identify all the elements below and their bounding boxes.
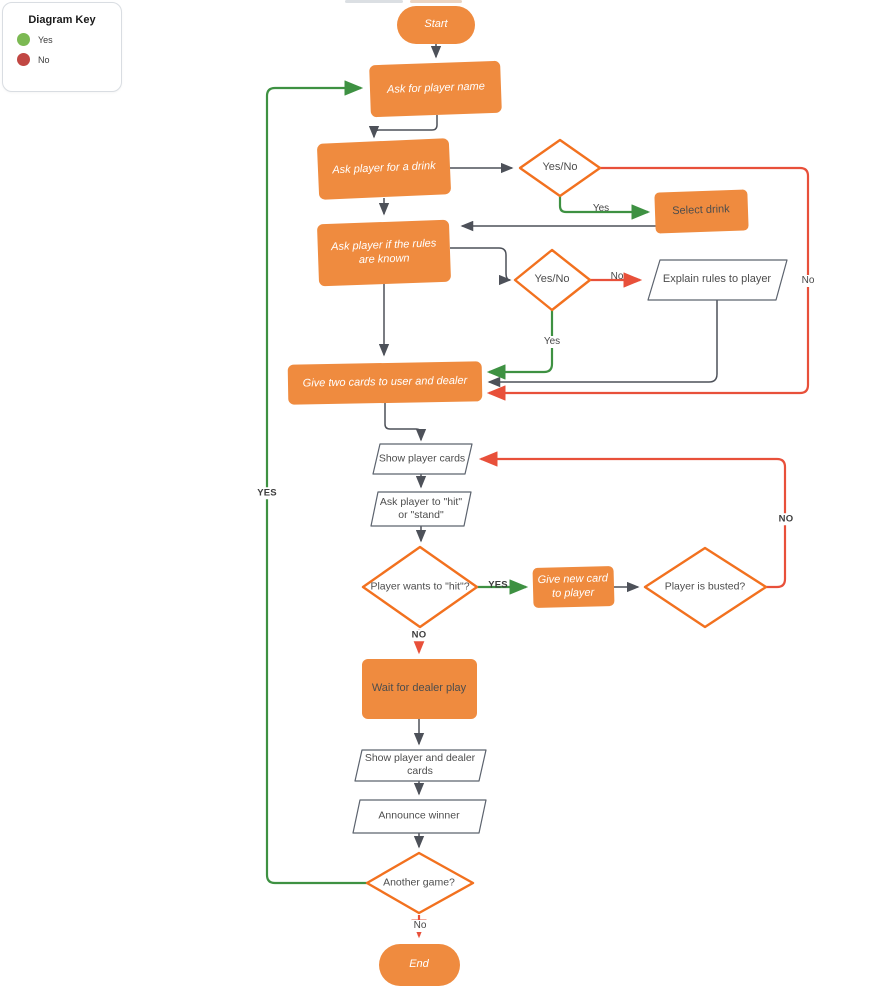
busted-decision-node[interactable] — [643, 546, 768, 629]
ask-rules-node[interactable] — [317, 219, 451, 287]
cropped-watermark-right — [410, 0, 462, 3]
start-node[interactable] — [397, 6, 475, 44]
diagram-key-title: Diagram Key — [28, 14, 96, 26]
legend-item-yes: Yes — [17, 33, 121, 46]
ask-drink-node[interactable] — [317, 138, 451, 200]
give-new-card-node[interactable] — [532, 566, 615, 608]
wait-dealer-node[interactable] — [362, 659, 477, 719]
end-node[interactable] — [379, 944, 460, 986]
rules-decision-node[interactable] — [513, 248, 592, 312]
legend-yes-dot-icon — [17, 33, 30, 46]
edge-ask-name-to-ask-drink — [368, 115, 438, 139]
give-two-cards-node[interactable] — [287, 361, 483, 405]
edge-busted-no-to-show-player-cards — [478, 451, 787, 589]
announce-winner-node[interactable] — [352, 799, 487, 834]
edge-explain-rules-to-give-two-cards — [487, 300, 718, 388]
cropped-watermark-left — [345, 0, 403, 3]
ask-name-node[interactable] — [369, 60, 502, 118]
hit-decision-node[interactable] — [361, 545, 479, 629]
show-both-cards-node[interactable] — [354, 749, 487, 782]
edge-ask-rules-to-rules-decision — [450, 247, 512, 286]
show-player-cards-node[interactable] — [372, 443, 473, 475]
drink-decision-node[interactable] — [518, 138, 602, 198]
another-game-node[interactable] — [365, 851, 475, 915]
select-drink-node[interactable] — [654, 189, 749, 234]
diagram-key-card: Diagram Key Yes No — [2, 2, 122, 92]
legend-yes-label: Yes — [38, 34, 53, 45]
edge-give-two-cards-to-show-player-cards — [384, 403, 427, 442]
explain-rules-node[interactable] — [647, 259, 788, 301]
legend-item-no: No — [17, 53, 121, 66]
legend-no-dot-icon — [17, 53, 30, 66]
ask-hit-stand-node[interactable] — [370, 491, 472, 527]
edge-another-yes-to-ask-name — [265, 80, 367, 885]
edge-rules-yes-to-give-two-cards — [486, 310, 554, 380]
legend-no-label: No — [38, 54, 50, 65]
edge-drink-yes-to-select-drink — [558, 196, 651, 220]
